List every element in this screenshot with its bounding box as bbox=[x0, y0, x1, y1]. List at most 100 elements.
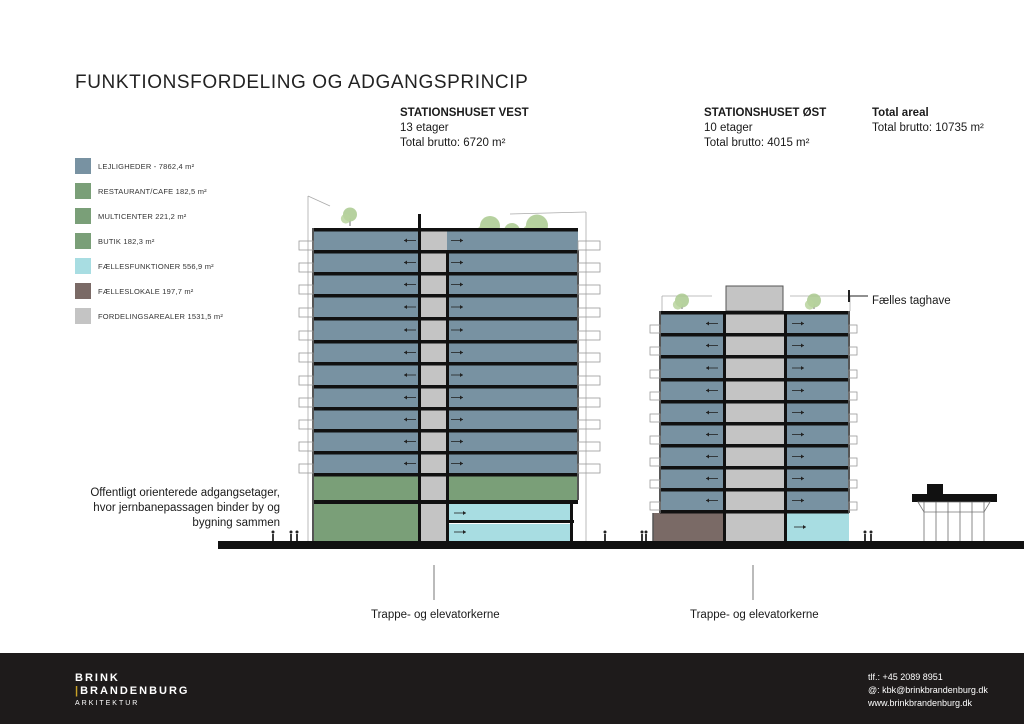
oest-facade bbox=[848, 311, 850, 513]
oest-balcony-west bbox=[649, 501, 661, 511]
legend-swatch bbox=[75, 283, 91, 299]
oest-access-arrow-head bbox=[803, 525, 806, 529]
oest-apartment-east bbox=[785, 491, 849, 510]
legend-swatch bbox=[75, 158, 91, 174]
vest-floor-slab bbox=[313, 317, 578, 321]
oest-apartment-east bbox=[785, 469, 849, 488]
oest-floor-slab bbox=[660, 378, 849, 382]
vest-restaurant bbox=[313, 476, 419, 503]
oest-apartment-east bbox=[785, 447, 849, 466]
vest-apartment-west bbox=[313, 320, 419, 340]
vest-apartment-west bbox=[313, 454, 419, 473]
legend-item: LEJLIGHEDER - 7862,4 m² bbox=[75, 158, 223, 174]
oest-access-arrow-head bbox=[801, 476, 804, 481]
oest-name: STATIONSHUSET ØST bbox=[704, 107, 827, 119]
oest-access-arrow-head bbox=[801, 410, 804, 415]
vest-balcony-east bbox=[577, 352, 601, 363]
header-oest: STATIONSHUSET ØST 10 etager Total brutto… bbox=[704, 106, 826, 151]
vest-access-arrow-head bbox=[404, 461, 407, 466]
oest-apartment-west bbox=[660, 425, 724, 444]
oest-balcony-east bbox=[848, 391, 858, 401]
oest-access-arrow-head bbox=[706, 454, 709, 459]
logo-line-2: |BRANDENBURG bbox=[75, 685, 190, 697]
vest-balcony-west bbox=[298, 397, 314, 408]
vest-core bbox=[419, 228, 447, 541]
vest-apartment-east bbox=[447, 432, 578, 451]
oest-balcony-west bbox=[649, 391, 661, 401]
person-head bbox=[640, 530, 644, 534]
oest-apartment-west bbox=[660, 314, 724, 333]
vest-access-arrow-head bbox=[404, 328, 407, 332]
oest-balcony-east bbox=[848, 479, 858, 489]
oest-apartment-east bbox=[785, 358, 849, 378]
oest-floor-slab bbox=[660, 355, 849, 359]
oest-apartment-west bbox=[660, 469, 724, 488]
legend-swatch bbox=[75, 258, 91, 274]
person-head bbox=[863, 530, 867, 534]
oest-balcony-west bbox=[649, 479, 661, 489]
vest-apartment-east bbox=[447, 231, 578, 250]
oest-balcony-east bbox=[848, 501, 858, 511]
oest-apartment-west bbox=[660, 491, 724, 510]
legend-item: FORDELINGSAREALER 1531,5 m² bbox=[75, 308, 223, 324]
oest-apartment-west bbox=[660, 358, 724, 378]
vest-apartment-west bbox=[313, 297, 419, 317]
person-head bbox=[271, 530, 275, 534]
vest-access-arrow-head bbox=[460, 305, 463, 309]
header-total: Total areal Total brutto: 10735 m² bbox=[872, 106, 984, 136]
contact-phone: tlf.: +45 2089 8951 bbox=[868, 672, 943, 682]
oest-apartment-west bbox=[660, 336, 724, 355]
oest-floor-slab bbox=[660, 311, 849, 315]
vest-apartment-west bbox=[313, 275, 419, 294]
vest-access-arrow-head bbox=[460, 328, 463, 332]
oest-access-arrow-head bbox=[706, 366, 709, 370]
vest-floor-slab bbox=[313, 385, 578, 389]
oest-balcony-west bbox=[649, 346, 661, 356]
oest-facade bbox=[659, 311, 661, 513]
oest-access-arrow-head bbox=[801, 321, 804, 326]
oest-access-arrow-head bbox=[706, 343, 709, 348]
vest-balcony-west bbox=[298, 284, 314, 295]
oest-common-room bbox=[653, 513, 724, 541]
vest-balcony-east bbox=[577, 463, 601, 474]
vest-name: STATIONSHUSET VEST bbox=[400, 107, 529, 119]
access-floors-note: Offentligt orienterede adgangsetager, hv… bbox=[90, 486, 280, 531]
bridge-deck bbox=[912, 494, 997, 502]
legend-item: FÆLLESLOKALE 197,7 m² bbox=[75, 283, 223, 299]
oest-apartment-west bbox=[660, 381, 724, 400]
vest-access-arrow-head bbox=[404, 305, 407, 309]
vest-balcony-east bbox=[577, 284, 601, 295]
vest-apartment-west bbox=[313, 253, 419, 272]
vest-roof-outline bbox=[307, 195, 331, 207]
vest-core-wall bbox=[446, 250, 449, 541]
access-note-line: hvor jernbanepassagen binder by og bbox=[93, 502, 280, 514]
vest-balcony-east bbox=[577, 262, 601, 273]
oest-access-arrow-head bbox=[801, 498, 804, 503]
oest-balcony-east bbox=[848, 324, 858, 334]
oest-roof-tree-canopy2 bbox=[804, 299, 815, 310]
oest-apartment-east bbox=[785, 381, 849, 400]
contact-info: tlf.: +45 2089 8951 @: kbk@brinkbrandenb… bbox=[868, 671, 988, 710]
vest-balcony-east bbox=[577, 419, 601, 430]
vest-floor-slab bbox=[313, 250, 578, 254]
oest-balcony-east bbox=[848, 369, 858, 379]
vest-roof-outline-e bbox=[509, 211, 587, 215]
vest-access-arrow-head bbox=[460, 395, 463, 400]
vest-shop bbox=[313, 504, 419, 541]
vest-access-arrow-head bbox=[460, 260, 463, 265]
person-head bbox=[644, 530, 648, 534]
vest-access-arrow-head bbox=[463, 511, 466, 515]
vest-core-wall bbox=[418, 214, 421, 541]
oest-access-arrow-head bbox=[801, 454, 804, 459]
oest-core-wall bbox=[784, 311, 787, 541]
oest-floor-slab bbox=[660, 422, 849, 426]
vest-floor-slab bbox=[313, 500, 578, 504]
core-vest-label: Trappe- og elevatorkerne bbox=[371, 609, 500, 621]
core-oest-label: Trappe- og elevatorkerne bbox=[690, 609, 819, 621]
oest-balcony-east bbox=[848, 435, 858, 445]
oest-core bbox=[724, 311, 785, 541]
section-diagram bbox=[218, 195, 1024, 600]
oest-access-arrow-head bbox=[706, 388, 709, 393]
legend-label: FÆLLESFUNKTIONER 556,9 m² bbox=[98, 261, 214, 271]
legend-label: BUTIK 182,3 m² bbox=[98, 236, 155, 246]
